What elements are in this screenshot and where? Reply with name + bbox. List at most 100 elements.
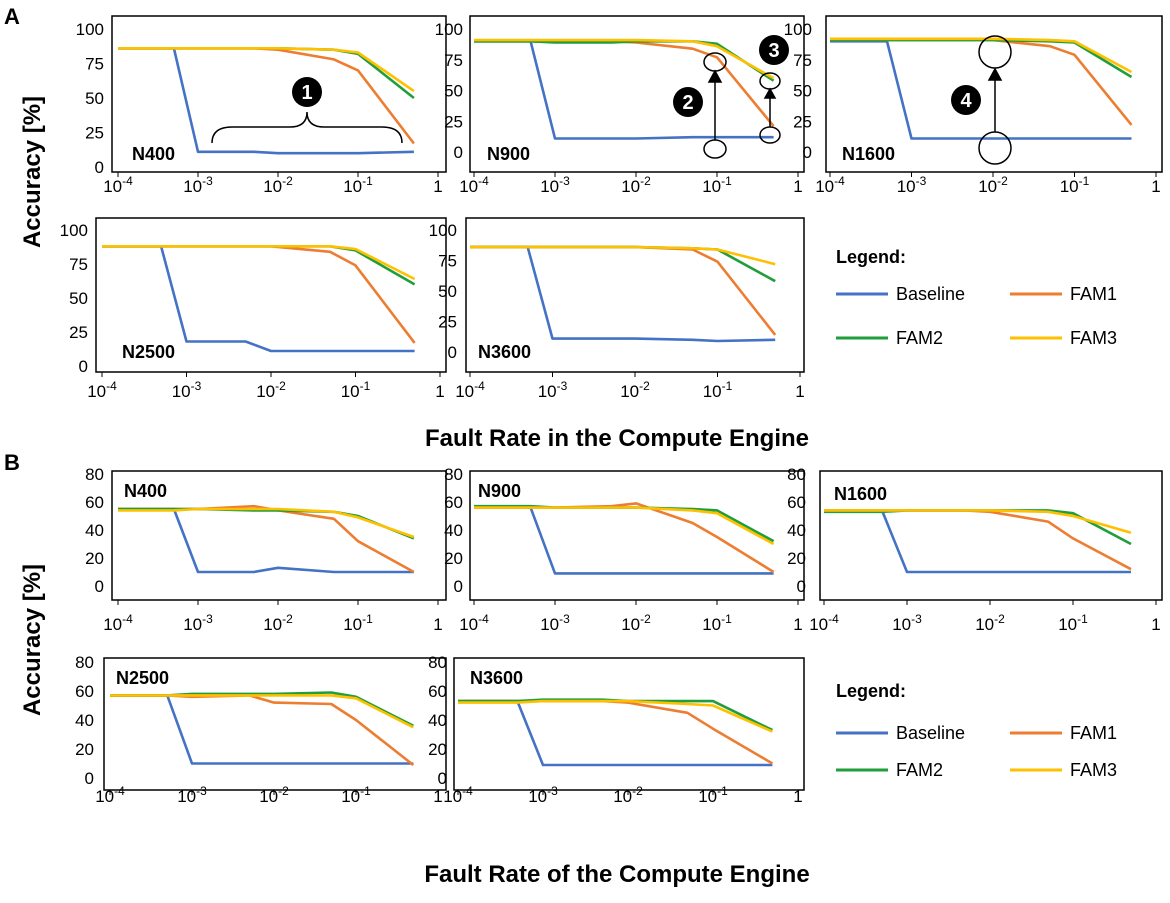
chart-a-n900-series-fam2 — [474, 39, 775, 82]
annotations: 1 2 3 4 — [211, 35, 1012, 165]
chart-a-n1600-y-tick-label: 50 — [793, 82, 812, 101]
chart-a-n2500-series-fam3 — [102, 245, 416, 281]
chart-b-n400-y-tick-label: 0 — [95, 577, 104, 596]
chart-b-n3600-series-fam3 — [458, 699, 773, 733]
chart-b-n1600-x-tick-label: 10-2 — [975, 612, 1005, 634]
chart-a-n1600-x-tick-label: 10-1 — [1060, 174, 1090, 196]
chart-b-n2500-y-tick-label: 0 — [85, 769, 94, 788]
chart-a-n1600-series-baseline — [830, 39, 1132, 140]
chart-a-n1600-y-tick-label: 0 — [803, 143, 812, 162]
chart-a-n2500-x-tick-label: 1 — [435, 382, 444, 401]
chart-b-n3600-y-tick-label: 40 — [428, 711, 447, 730]
chart-a-n400-series-fam3 — [118, 46, 415, 93]
annotation-marker-2-label: 2 — [682, 92, 693, 114]
chart-b-n1600-title: N1600 — [834, 484, 887, 504]
chart-a-n400-series-fam2 — [118, 46, 415, 100]
chart-a-n400-y-tick-label: 25 — [85, 124, 104, 143]
legend-label-fam1-b: FAM1 — [1070, 723, 1117, 743]
legend-label-baseline-b: Baseline — [896, 723, 965, 743]
annotation-arrowhead-4 — [987, 67, 1003, 81]
chart-b-n2500-x-tick-label: 10-1 — [341, 784, 371, 806]
chart-a-n3600-y-tick-label: 25 — [438, 313, 457, 332]
chart-a-n3600-y-tick-label: 100 — [429, 221, 457, 240]
chart-a-n2500-y-tick-label: 100 — [60, 221, 88, 240]
chart-a-n3600-x-tick-label: 10-4 — [455, 379, 485, 401]
chart-b-n900-y-tick-label: 20 — [444, 549, 463, 568]
annotation-arrowhead-2 — [707, 69, 723, 83]
chart-a-n3600-y-tick-label: 50 — [438, 282, 457, 301]
chart-a-n1600-x-tick-label: 1 — [1151, 177, 1160, 196]
legend-label-fam3-a: FAM3 — [1070, 328, 1117, 348]
chart-a-n900-x-tick-label: 10-4 — [459, 174, 489, 196]
chart-a-n900-title: N900 — [487, 144, 530, 164]
chart-a-n900-series-baseline — [474, 39, 774, 140]
chart-a-n3600-series-baseline — [470, 245, 776, 343]
legend-label-fam1-a: FAM1 — [1070, 284, 1117, 304]
chart-a-n1600-series-fam1 — [830, 38, 1133, 126]
chart-b-n1600-series-fam3 — [824, 509, 1132, 535]
chart-b-n2500-series-fam3 — [110, 694, 414, 729]
legend-a: Legend: Baseline FAM1 FAM2 FAM3 — [836, 247, 1117, 348]
chart-b-n1600-y-tick-label: 0 — [797, 577, 806, 596]
chart-b-n400-x-tick-label: 1 — [433, 615, 442, 634]
chart-b-n3600-x-tick-label: 10-3 — [528, 784, 558, 806]
chart-a-n2500-series-fam2 — [102, 245, 416, 286]
chart-b-n400-x-tick-label: 10-4 — [103, 612, 133, 634]
chart-b-n400-title: N400 — [124, 481, 167, 501]
chart-b-n1600-x-tick-label: 1 — [1151, 615, 1160, 634]
chart-a-n1600-x-tick-label: 10-3 — [897, 174, 927, 196]
chart-a-n1600-series-fam3 — [830, 37, 1133, 74]
y-axis-label-b: Accuracy [%] — [19, 564, 46, 716]
chart-b-n400-series-fam2 — [118, 507, 415, 540]
annotation-marker-4-label: 4 — [960, 90, 972, 112]
chart-b-n2500-x-tick-label: 10-4 — [95, 784, 125, 806]
chart-a-n3600-series-fam3 — [470, 245, 776, 266]
chart-b-n400-y-tick-label: 20 — [85, 549, 104, 568]
chart-b-n900-title: N900 — [478, 481, 521, 501]
chart-a-n2500-y-tick-label: 75 — [69, 255, 88, 274]
chart-a-n900-y-tick-label: 75 — [444, 51, 463, 70]
chart-b-n2500-y-tick-label: 20 — [75, 740, 94, 759]
chart-b-n1600-y-tick-label: 60 — [787, 493, 806, 512]
chart-a-n3600-x-tick-label: 1 — [795, 382, 804, 401]
chart-a-n1600-x-tick-label: 10-2 — [978, 174, 1008, 196]
chart-b-n400-y-tick-label: 40 — [85, 521, 104, 540]
chart-a-n400-x-tick-label: 10-1 — [343, 174, 373, 196]
chart-b-n3600-x-tick-label: 10-2 — [613, 784, 643, 806]
chart-b-n1600-series-fam2 — [824, 509, 1132, 546]
legend-label-fam2-a: FAM2 — [896, 328, 943, 348]
chart-b-n400-series-baseline — [118, 507, 414, 574]
chart-b-n400-x-tick-label: 10-3 — [183, 612, 213, 634]
chart-a-n900-x-tick-label: 10-1 — [702, 174, 732, 196]
annotation-marker-2 — [673, 87, 703, 117]
chart-a-n900-series-fam3 — [474, 38, 775, 80]
chart-a-n400-x-tick-label: 1 — [433, 177, 442, 196]
chart-a-n2500-title: N2500 — [122, 342, 175, 362]
chart-b-n3600-x-tick-label: 1 — [793, 787, 802, 806]
chart-b-n900-x-tick-label: 10-2 — [621, 612, 651, 634]
chart-a-n400-x-tick-label: 10-2 — [263, 174, 293, 196]
chart-b-n900-y-tick-label: 60 — [444, 493, 463, 512]
chart-b-n1600-x-tick-label: 10-4 — [809, 612, 839, 634]
chart-b-n400-x-tick-label: 10-2 — [263, 612, 293, 634]
chart-a-n2500-series-baseline — [102, 245, 415, 353]
legend-title-a: Legend: — [836, 247, 906, 267]
chart-a-n400-series-baseline — [118, 46, 414, 155]
chart-b-n1600-y-tick-label: 40 — [787, 521, 806, 540]
chart-a-n2500-y-tick-label: 25 — [69, 323, 88, 342]
legend-label-baseline-a: Baseline — [896, 284, 965, 304]
annotation-marker-3-label: 3 — [768, 40, 779, 62]
section-a-label: A — [4, 4, 20, 29]
chart-b-n3600-title: N3600 — [470, 668, 523, 688]
x-axis-label-b: Fault Rate of the Compute Engine — [424, 861, 809, 888]
chart-a-n2500-x-tick-label: 10-2 — [256, 379, 286, 401]
annotation-marker-1-label: 1 — [301, 82, 312, 104]
chart-a-n900-x-tick-label: 10-3 — [540, 174, 570, 196]
chart-a-n900-y-tick-label: 25 — [444, 112, 463, 131]
legend-b: Legend: Baseline FAM1 FAM2 FAM3 — [836, 681, 1117, 780]
chart-b-n2500-x-tick-label: 10-2 — [259, 784, 289, 806]
chart-b-n400-series-fam3 — [118, 507, 415, 539]
